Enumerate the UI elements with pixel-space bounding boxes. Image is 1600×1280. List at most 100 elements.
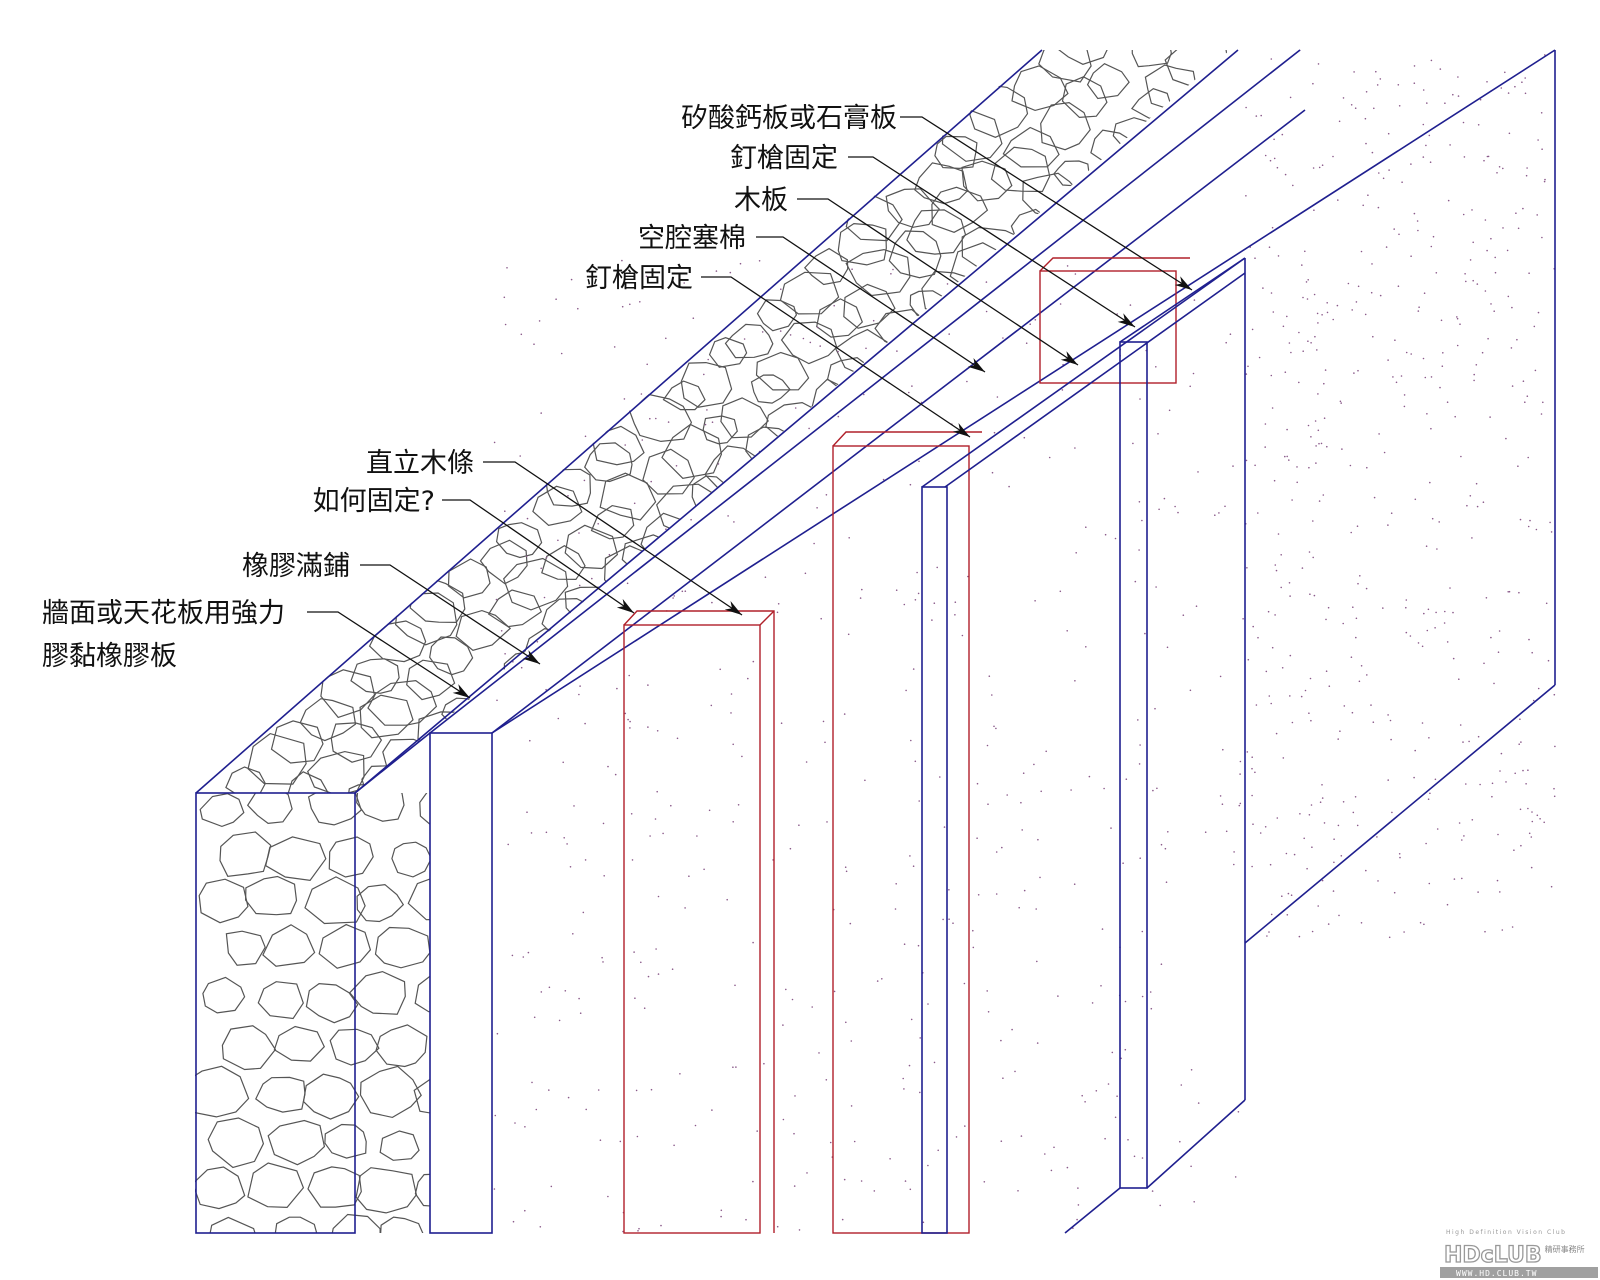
speckle-dot <box>1398 233 1400 236</box>
speckle-dot <box>1413 212 1416 215</box>
speckle-dot <box>764 576 767 578</box>
stone-aggregate <box>803 247 849 286</box>
speckle-dot <box>573 805 575 807</box>
stone-aggregate <box>257 981 304 1020</box>
speckle-dot <box>1484 219 1487 221</box>
speckle-dot <box>607 765 609 768</box>
speckle-dot <box>1522 769 1524 772</box>
speckle-dot <box>894 908 897 910</box>
speckle-dot <box>1273 157 1276 160</box>
speckle-dot <box>623 398 626 400</box>
speckle-dot <box>1257 512 1259 514</box>
stone-aggregate <box>374 926 430 969</box>
speckle-dot <box>1423 292 1426 295</box>
stone-aggregate <box>455 609 512 651</box>
speckle-dot <box>1490 237 1492 240</box>
speckle-dot <box>1245 459 1248 462</box>
speckle-dot <box>584 722 586 725</box>
speckle-dot <box>1390 738 1392 741</box>
speckle-dot <box>1391 811 1393 814</box>
speckle-dot <box>1463 156 1466 158</box>
stone-aggregate <box>348 970 406 1015</box>
speckle-dot <box>1318 500 1321 502</box>
speckle-dot <box>1485 597 1488 599</box>
speckle-dot <box>1298 381 1300 384</box>
speckle-dot <box>972 946 975 949</box>
speckle-dot <box>1270 374 1273 377</box>
speckle-dot <box>822 720 825 723</box>
speckle-dot <box>1347 282 1350 285</box>
speckle-dot <box>1154 707 1156 710</box>
speckle-dot <box>1522 207 1524 210</box>
stone-aggregate <box>1040 101 1091 151</box>
speckle-dot <box>798 1229 801 1231</box>
stone-aggregate <box>255 1076 306 1113</box>
speckle-dot <box>1456 317 1459 320</box>
speckle-dot <box>1365 142 1367 145</box>
speckle-dot <box>943 826 946 828</box>
speckle-dot <box>1435 272 1438 274</box>
speckle-dot <box>1306 298 1309 300</box>
speckle-dot <box>1155 586 1157 588</box>
speckle-dot <box>1287 892 1290 895</box>
speckle-dot <box>972 929 974 932</box>
speckle-dot <box>1379 78 1382 80</box>
speckle-dot <box>703 373 705 376</box>
speckle-dot <box>843 1178 846 1181</box>
speckle-dot <box>1229 333 1232 336</box>
speckle-dot <box>789 334 792 336</box>
speckle-dot <box>585 1108 587 1111</box>
speckle-dot <box>1326 445 1328 448</box>
speckle-dot <box>1308 466 1310 469</box>
stone-aggregate <box>826 357 869 390</box>
speckle-dot <box>1020 801 1022 804</box>
speckle-dot <box>1257 636 1259 639</box>
speckle-dot <box>909 855 911 857</box>
speckle-dot <box>584 435 587 438</box>
speckle-dot <box>665 528 667 530</box>
speckle-dot <box>1350 531 1352 534</box>
stone-aggregate <box>414 975 430 1013</box>
stone-aggregate <box>329 1028 380 1066</box>
speckle-dot <box>641 439 644 441</box>
speckle-dot <box>851 268 853 271</box>
speckle-dot <box>1265 670 1268 673</box>
speckle-dot <box>1549 521 1551 524</box>
speckle-dot <box>1085 646 1087 648</box>
speckle-dot <box>845 1021 847 1024</box>
speckle-dot <box>1066 1166 1069 1169</box>
stone-aggregate <box>247 1162 305 1209</box>
stone-aggregate <box>755 351 810 391</box>
speckle-dot <box>1214 514 1216 516</box>
speckle-dot <box>1397 285 1400 288</box>
speckle-dot <box>1127 1139 1129 1141</box>
speckle-dot <box>1520 844 1522 847</box>
speckle-dot <box>629 303 631 306</box>
speckle-dot <box>1254 257 1256 260</box>
speckle-dot <box>804 572 807 575</box>
speckle-dot <box>1502 227 1504 229</box>
speckle-dot <box>1157 433 1159 435</box>
speckle-dot <box>1429 161 1432 163</box>
speckle-dot <box>845 870 848 873</box>
speckle-dot <box>1323 822 1326 824</box>
speckle-dot <box>1313 293 1316 296</box>
speckle-dot <box>557 539 559 542</box>
speckle-dot <box>1520 741 1522 743</box>
speckle-dot <box>1245 106 1247 109</box>
stone-aggregate <box>780 321 838 365</box>
stone-aggregate <box>406 659 456 701</box>
speckle-dot <box>1477 891 1479 893</box>
speckle-dot <box>627 718 629 721</box>
speckle-dot <box>1413 82 1416 84</box>
speckle-dot <box>1129 304 1132 306</box>
speckle-dot <box>1479 783 1481 786</box>
speckle-dot <box>602 961 604 963</box>
speckle-dot <box>1104 1137 1106 1140</box>
calcium-silicate-board-panel <box>1244 50 1556 1100</box>
speckle-dot <box>1388 936 1391 939</box>
speckle-dot <box>524 1209 526 1212</box>
speckle-dot <box>1045 750 1047 753</box>
speckle-dot <box>933 602 936 604</box>
speckle-dot <box>996 396 999 398</box>
